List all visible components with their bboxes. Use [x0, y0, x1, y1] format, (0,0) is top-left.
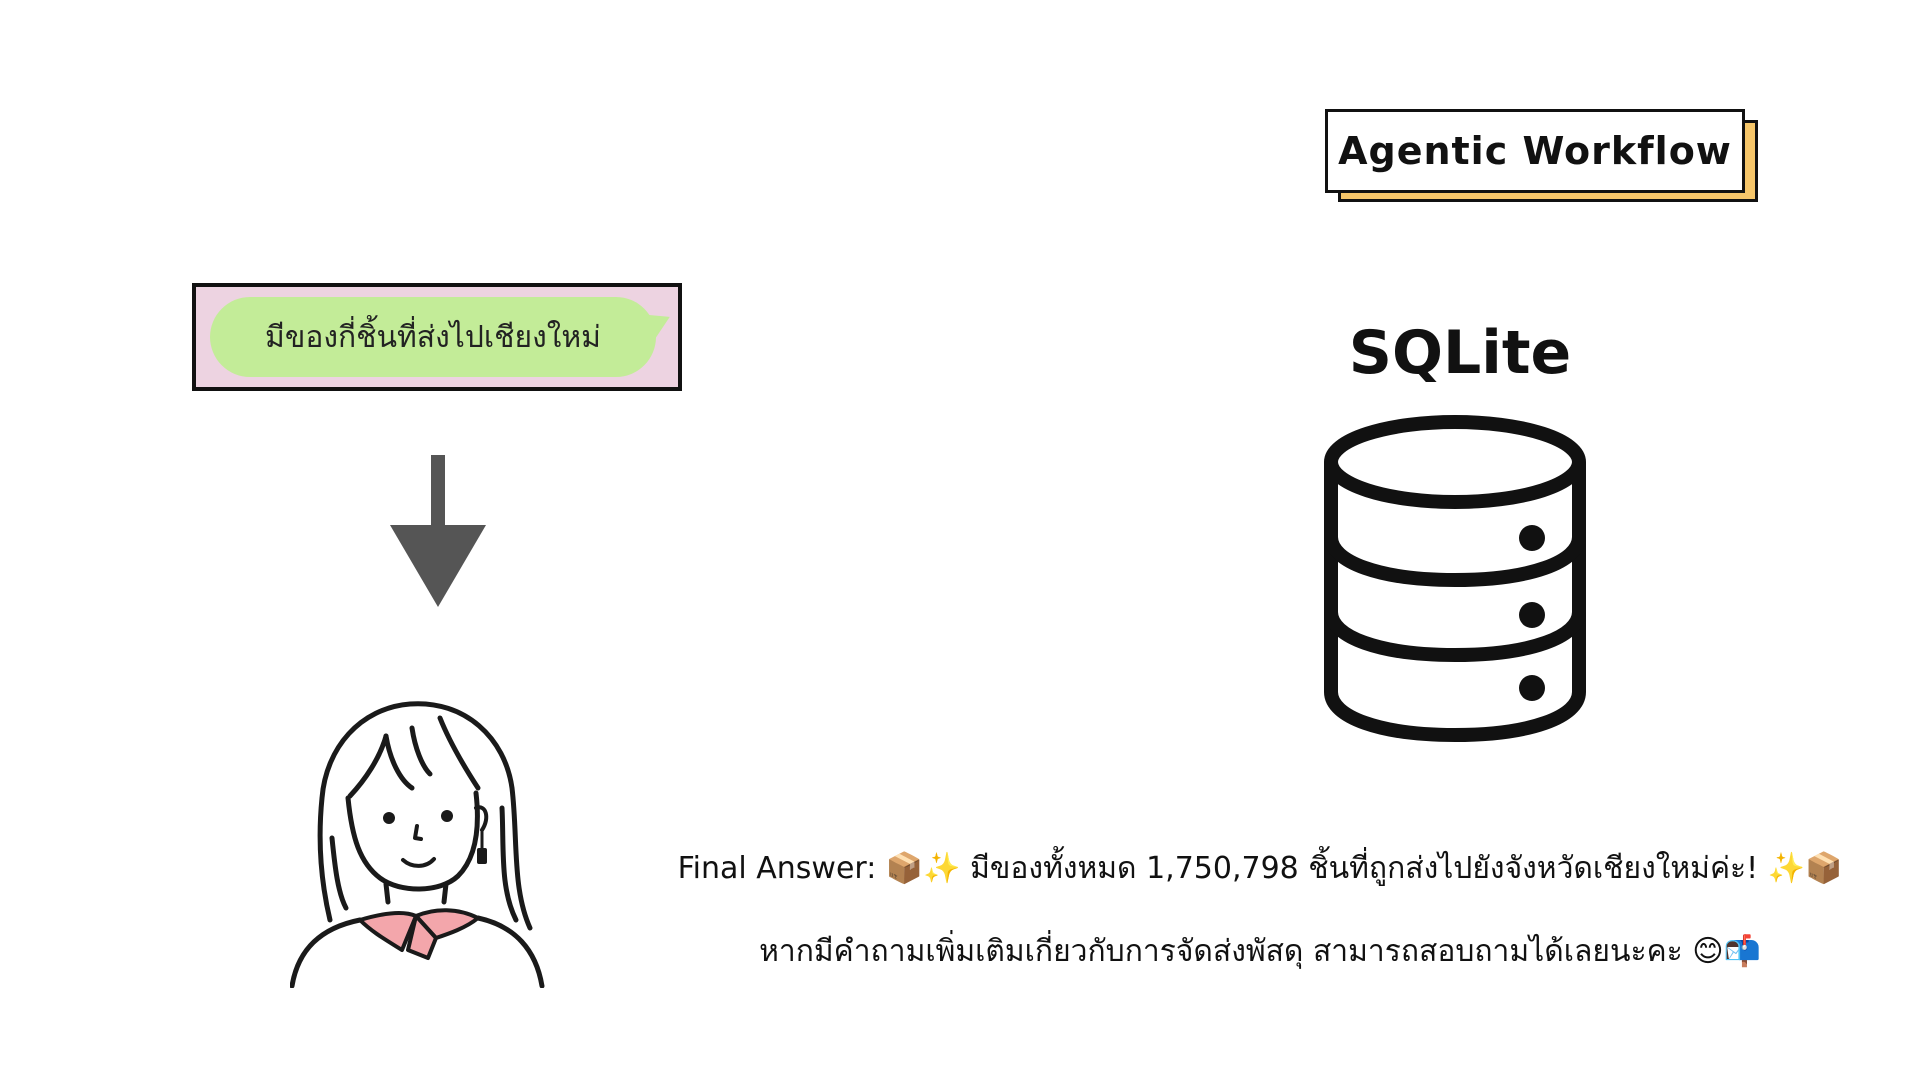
agentic-workflow-badge: Agentic Workflow: [1325, 109, 1745, 193]
followup-text: หากมีคำถามเพิ่มเติมเกี่ยวกับการจัดส่งพัส…: [759, 934, 1761, 969]
database-icon: [1324, 415, 1586, 742]
badge-label: Agentic Workflow: [1338, 129, 1732, 173]
chat-bubble: มีของกี่ชิ้นที่ส่งไปเชียงใหม่: [210, 297, 656, 377]
down-arrow-icon: [390, 455, 486, 607]
final-answer-text: Final Answer: 📦✨ มีของทั้งหมด 1,750,798 …: [677, 851, 1843, 886]
sqlite-label: SQLite: [1348, 318, 1572, 388]
user-avatar-icon: [290, 701, 545, 988]
chat-message-frame: มีของกี่ชิ้นที่ส่งไปเชียงใหม่: [192, 283, 682, 391]
chat-message-text: มีของกี่ชิ้นที่ส่งไปเชียงใหม่: [265, 319, 601, 355]
